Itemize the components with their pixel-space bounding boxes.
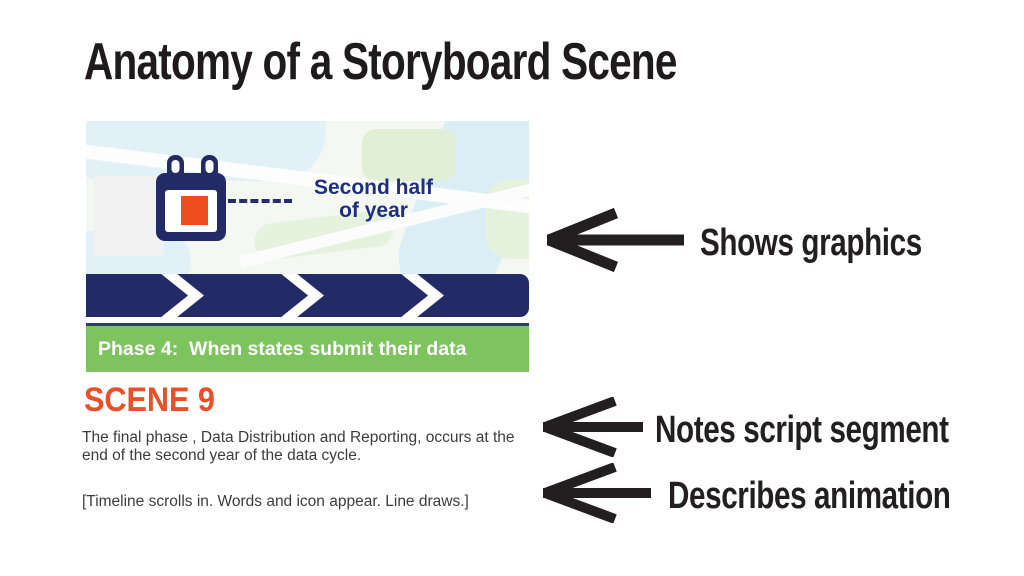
arrow-left-icon [543,397,643,457]
callout-line-2: of year [339,198,408,222]
scene-heading: SCENE 9 [84,381,215,419]
scene-script-text: The final phase , Data Distribution and … [82,429,515,465]
annotation-label-script: Notes script segment [655,409,949,451]
annotation-label-animation: Describes animation [668,475,951,517]
callout-text: Second half of year [301,176,446,222]
dashed-connector-line [228,199,292,203]
divider-line [86,323,529,326]
timeline-bar [86,274,529,317]
callout-line-1: Second half [313,176,434,199]
scene-script-block: The final phase , Data Distribution and … [82,429,534,511]
chevron-separators-icon [161,274,444,317]
map-background: Second half of year [86,121,529,274]
page-title: Anatomy of a Storyboard Scene [84,33,677,91]
arrow-left-icon [543,463,651,523]
annotation-label-graphics: Shows graphics [700,222,922,264]
calendar-icon [156,155,226,241]
phase-bar: Phase 4: When states submit their data [86,326,529,372]
map-park-shape [362,129,456,181]
scene-animation-note: [Timeline scrolls in. Words and icon app… [82,492,469,510]
arrow-left-icon [546,207,684,273]
storyboard-thumbnail: Second half of year Phase 4: When states… [86,121,529,372]
phase-label: Phase 4: When states submit their data [98,338,467,360]
map-building-shape [94,176,164,256]
